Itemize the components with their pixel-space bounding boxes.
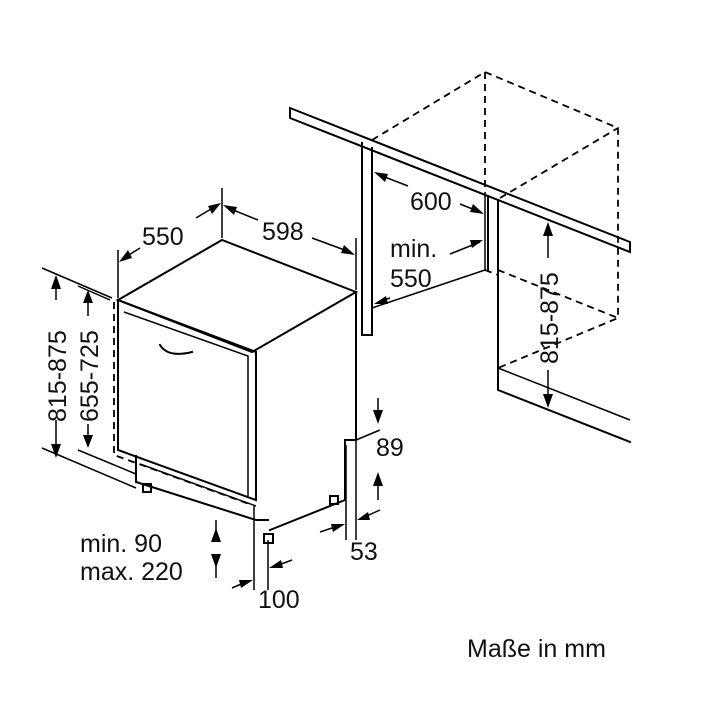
niche-dashed-back-floor — [484, 269, 499, 276]
dim-100-arrow-right — [269, 560, 283, 568]
label-niche-600: 600 — [410, 188, 452, 216]
label-depth-550: 550 — [142, 223, 184, 251]
dim-550-niche-arrow-left — [374, 296, 388, 304]
dim-90-arrow-top — [211, 528, 221, 542]
dim-550-arrow-left — [119, 250, 132, 262]
label-plinth-max-220: max. 220 — [80, 558, 183, 586]
dim-600-arrow-left — [374, 172, 388, 182]
dim-89-arrow-bottom — [373, 472, 383, 486]
ext-left-top-1 — [41, 267, 113, 299]
label-niche-min: min. — [390, 235, 437, 263]
units-note: Maße in mm — [467, 635, 606, 663]
label-plinth-89: 89 — [376, 434, 404, 462]
niche-floor-inner — [497, 367, 631, 421]
dim-niche-height-arrow-bottom — [543, 394, 553, 408]
label-plinth-53: 53 — [350, 538, 378, 566]
dim-left-height-arrow-top — [51, 275, 61, 289]
plinth-line-inner — [139, 463, 257, 507]
dishwasher-body — [113, 238, 359, 544]
dim-left-height-arrow-bottom — [51, 444, 61, 458]
dishwasher-right-side — [268, 291, 357, 532]
dim-600-arrow-right — [470, 204, 484, 214]
dim-90-arrow-bottom — [211, 554, 221, 568]
niche-dimensions: 600 min. 550 815-875 — [374, 172, 564, 408]
label-height-815-875: 815-875 — [44, 330, 72, 422]
dim-niche-height-arrow-top — [543, 222, 553, 236]
ext-plinth-top — [355, 429, 381, 441]
label-width-598: 598 — [262, 218, 304, 246]
label-height-655-725: 655-725 — [76, 330, 104, 422]
dim-89-arrow — [373, 410, 383, 424]
ext-left-bottom-2 — [77, 449, 137, 475]
dishwasher-front — [117, 298, 257, 502]
dim-598-arrow-left — [223, 205, 237, 215]
ext-left-bottom-1 — [41, 447, 137, 489]
dim-655-arrow-top — [83, 290, 93, 303]
label-foot-100: 100 — [258, 586, 300, 614]
dim-550-niche-arrow-right — [470, 240, 483, 248]
dim-100-arrow-left — [239, 580, 253, 588]
dishwasher-top — [115, 238, 359, 354]
dim-53-arrow-left — [331, 524, 345, 532]
foot-left — [142, 483, 152, 493]
foot-right — [329, 495, 339, 505]
niche-dashed-mid — [497, 269, 619, 319]
dim-53-arrow-right — [357, 512, 370, 520]
label-niche-550: 550 — [390, 265, 432, 293]
label-plinth-min-90: min. 90 — [80, 530, 162, 558]
worktop-edge — [289, 106, 631, 254]
niche-floor — [497, 367, 632, 444]
dishwasher-dimensions: 550 598 815-875 655-725 89 — [41, 188, 404, 614]
dim-550-arrow-right — [208, 203, 221, 214]
door-handle-icon — [158, 343, 194, 355]
plinth-line — [135, 455, 269, 521]
niche-dashed-right-top — [499, 127, 619, 199]
niche-dashed-top — [371, 70, 619, 369]
kitchen-niche — [289, 70, 632, 444]
dim-598-arrow-right — [341, 245, 355, 255]
label-niche-height-815-875: 815-875 — [536, 272, 564, 364]
niche-inner-back — [371, 269, 486, 309]
door-inner-top — [123, 311, 249, 496]
door-dashed-outline — [113, 302, 253, 506]
ext-left-top-2 — [77, 285, 111, 301]
dim-655-arrow-bottom — [83, 435, 93, 448]
